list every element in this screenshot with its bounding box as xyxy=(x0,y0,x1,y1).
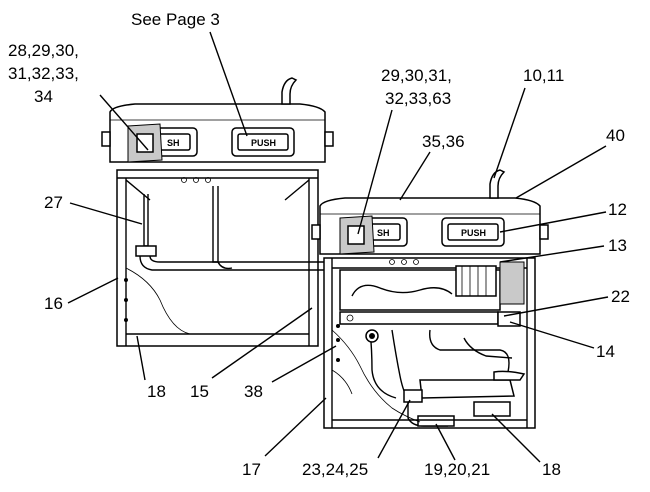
callout-22: 22 xyxy=(611,287,630,306)
callout-18-left: 18 xyxy=(147,382,166,401)
callout-28-line1: 28,29,30, xyxy=(8,41,79,60)
right-push-button[interactable] xyxy=(447,223,499,241)
right-cooler: PUSH SH xyxy=(311,169,549,429)
callout-23: 23,24,25 xyxy=(302,460,368,479)
callout-40: 40 xyxy=(606,126,625,145)
callout-labels: See Page 3 28,29,30, 31,32,33, 34 29,30,… xyxy=(8,10,630,479)
right-push-partial-label: SH xyxy=(377,228,390,238)
callout-38: 38 xyxy=(244,382,263,401)
callout-28-line2: 31,32,33, xyxy=(8,64,79,83)
left-push-button[interactable] xyxy=(237,133,289,151)
callout-see-page: See Page 3 xyxy=(131,10,220,29)
callout-12: 12 xyxy=(608,200,627,219)
right-push-label: PUSH xyxy=(461,228,486,238)
left-bubbler-icon xyxy=(281,77,298,105)
left-push-label: PUSH xyxy=(251,138,276,148)
callout-17: 17 xyxy=(242,460,261,479)
callout-10: 10,11 xyxy=(523,66,564,85)
callout-15: 15 xyxy=(190,382,209,401)
callout-18-right: 18 xyxy=(542,460,561,479)
leader-lines xyxy=(67,31,609,463)
callout-29-line2: 32,33,63 xyxy=(385,89,451,108)
callout-16: 16 xyxy=(44,294,63,313)
grille-icon xyxy=(473,401,511,417)
callout-35: 35,36 xyxy=(422,132,465,151)
left-cooler: PUSH SH xyxy=(101,77,334,347)
callout-28-line3: 34 xyxy=(34,87,53,106)
callout-29-line1: 29,30,31, xyxy=(381,66,452,85)
callout-19: 19,20,21 xyxy=(424,460,490,479)
callout-13: 13 xyxy=(608,236,627,255)
right-bubbler-icon xyxy=(489,169,506,199)
callout-14: 14 xyxy=(596,342,615,361)
callout-27: 27 xyxy=(44,193,63,212)
left-push-partial-label: SH xyxy=(167,138,180,148)
